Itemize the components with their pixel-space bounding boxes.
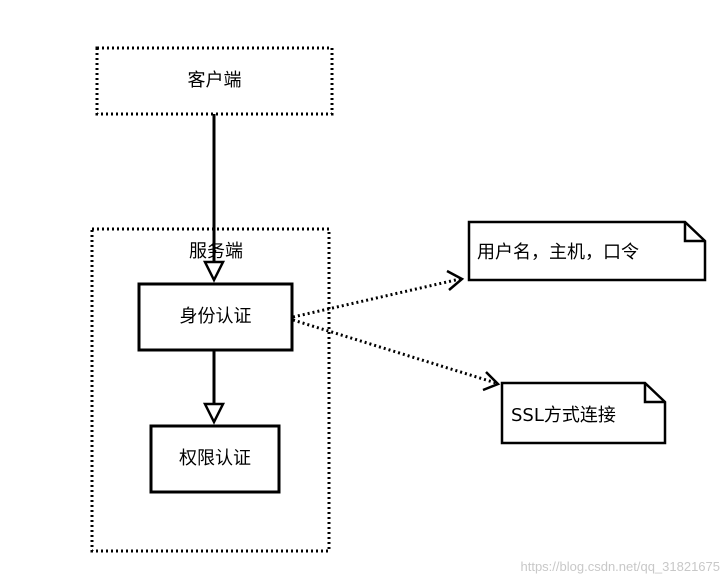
credentials-note-label: 用户名，主机，口令: [477, 242, 639, 263]
server-group-label: 服务端: [189, 241, 243, 262]
permission-auth-label: 权限认证: [179, 448, 251, 469]
identity-to-credentials-link: [292, 277, 461, 319]
identity-auth-label: 身份认证: [179, 306, 252, 327]
credentials-note-fold: [683, 222, 705, 243]
ssl-note-shape: [500, 381, 667, 445]
identity-to-permission-arrowhead: [202, 402, 226, 425]
ssl-note-label: SSL方式连接: [511, 405, 616, 426]
permission-auth-box: [149, 424, 281, 494]
identity-to-ssl-link: [292, 318, 497, 385]
credentials-note-shape: [467, 220, 707, 282]
client-to-identity-arrowhead: [202, 260, 226, 283]
watermark-text: https://blog.csdn.net/qq_31821675: [520, 559, 721, 574]
ssl-note-fold: [643, 383, 665, 404]
identity-to-ssl-arrowhead: [482, 371, 501, 392]
server-group-box: [90, 227, 331, 553]
identity-to-credentials-arrowhead: [446, 269, 465, 291]
client-label: 客户端: [187, 70, 242, 91]
